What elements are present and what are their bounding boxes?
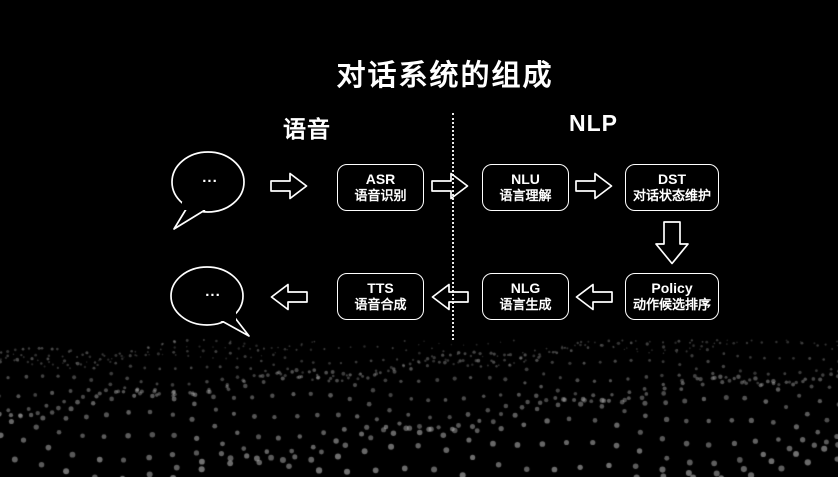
- arrow-left-icon: [575, 283, 613, 316]
- node-label: 动作候选排序: [632, 297, 711, 313]
- section-divider-dotted-line: [452, 113, 454, 340]
- arrow-right-icon: [431, 172, 469, 205]
- arrow-left-icon: [270, 283, 308, 316]
- node-abbr: ASR: [365, 170, 396, 187]
- node-asr: ASR 语音识别: [337, 164, 424, 211]
- node-label: 对话状态维护: [632, 188, 711, 204]
- node-label: 语言理解: [499, 188, 552, 204]
- node-nlg: NLG 语言生成: [482, 273, 569, 320]
- arrow-left-icon: [431, 283, 469, 316]
- node-abbr: NLG: [510, 279, 541, 296]
- section-label-speech: 语音: [283, 116, 331, 142]
- node-tts: TTS 语音合成: [337, 273, 424, 320]
- speech-bubble-output: ...: [168, 264, 258, 344]
- section-label-nlp: NLP: [569, 110, 618, 136]
- bubble-ellipsis: ...: [202, 169, 218, 186]
- node-abbr: DST: [658, 170, 686, 187]
- arrow-down-icon: [654, 221, 690, 270]
- node-abbr: NLU: [511, 170, 540, 187]
- particle-wave-background: [0, 338, 838, 477]
- node-label: 语音合成: [354, 297, 407, 313]
- page-title: 对话系统的组成: [336, 60, 554, 92]
- node-label: 语音识别: [354, 188, 407, 204]
- node-abbr: TTS: [367, 279, 394, 296]
- arrow-right-icon: [270, 172, 308, 205]
- node-abbr: Policy: [651, 279, 693, 296]
- node-nlu: NLU 语言理解: [482, 164, 569, 211]
- node-label: 语言生成: [499, 297, 552, 313]
- arrow-right-icon: [575, 172, 613, 205]
- speech-bubble-icon: [170, 266, 250, 337]
- bubble-ellipsis: ...: [205, 283, 221, 300]
- speech-bubble-icon: [171, 151, 245, 230]
- speech-bubble-input: ...: [168, 149, 252, 235]
- node-policy: Policy 动作候选排序: [625, 273, 719, 320]
- node-dst: DST 对话状态维护: [625, 164, 719, 211]
